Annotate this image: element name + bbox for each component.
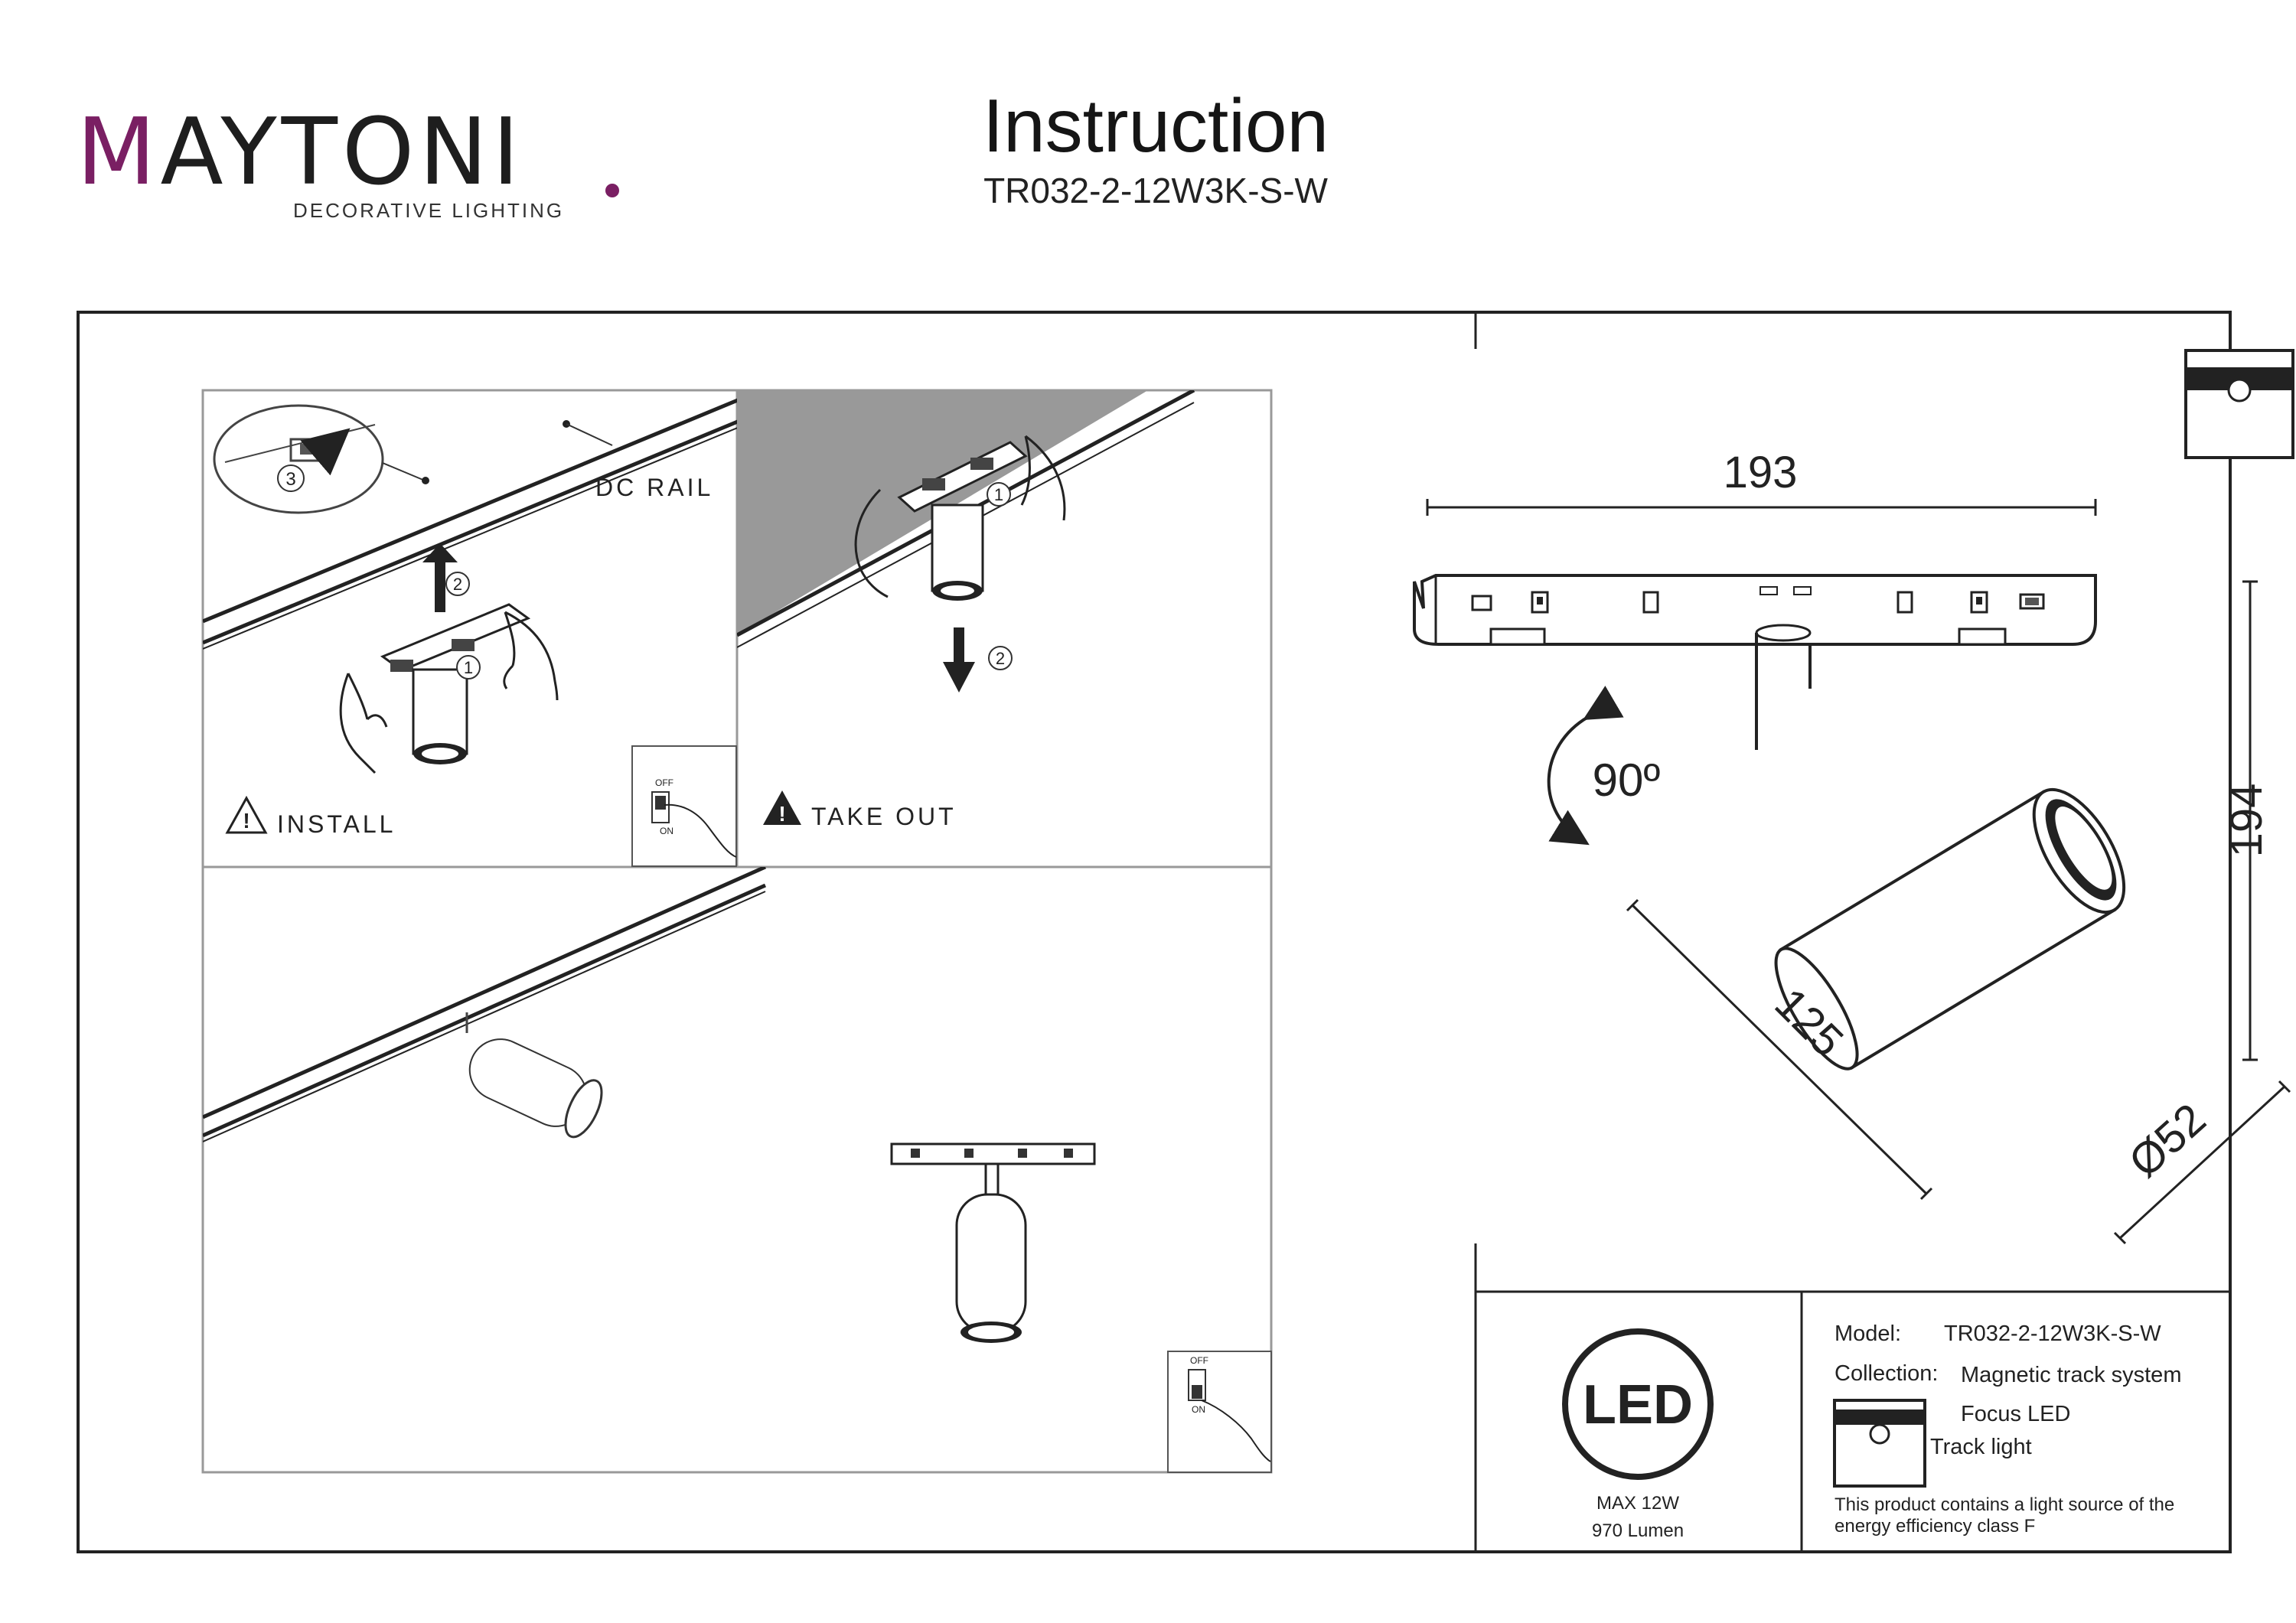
dim-height-text: 194 — [2222, 784, 2272, 858]
svg-text:!: ! — [243, 809, 249, 833]
install-step1: 1 — [464, 658, 473, 677]
spec-model-label: Model: — [1835, 1322, 1901, 1346]
up-arrow-icon — [422, 543, 458, 612]
main-frame — [77, 311, 2232, 1553]
takeout-warning-icon — [763, 790, 801, 825]
dim-body-line — [1631, 904, 1928, 1195]
dim-rotation-text: 90º — [1593, 754, 1661, 806]
track-light-symbol-icon — [2184, 349, 2294, 459]
brand-name: MAYTONI — [77, 99, 524, 206]
track-adapter-icon — [890, 1142, 1096, 1165]
page-title: Instruction — [982, 83, 1329, 168]
dim-length-text: 193 — [1724, 448, 1798, 497]
install-step2: 2 — [453, 575, 462, 594]
brand-tagline: DECORATIVE LIGHTING — [293, 199, 565, 222]
install-warning-icon — [225, 795, 268, 834]
led-power: MAX 12W — [1596, 1493, 1679, 1514]
svg-text:ON: ON — [1192, 1404, 1205, 1415]
svg-text:OFF: OFF — [655, 777, 673, 788]
svg-text:ON: ON — [660, 826, 673, 836]
spec-collection-label: Collection: — [1835, 1361, 1938, 1386]
mounted-spot-icon — [468, 1038, 603, 1139]
spec-collection-value: Magnetic track system — [1961, 1363, 2181, 1387]
led-badge-label: LED — [1583, 1374, 1693, 1436]
brand-logo: MAYTONI DECORATIVE LIGHTING — [77, 92, 619, 237]
dc-rail-label: DC RAIL — [595, 474, 713, 501]
spotlight-body-icon — [955, 1193, 1027, 1334]
down-arrow-icon — [943, 627, 975, 693]
led-badge-icon — [1562, 1328, 1714, 1480]
dim-diameter-text: Ø52 — [2119, 1094, 2215, 1188]
rotation-arrow-icon — [1547, 686, 1624, 846]
track-profile-icon — [1413, 574, 2097, 646]
takeout-left-hand-icon — [854, 488, 889, 598]
svg-text:OFF: OFF — [1190, 1355, 1208, 1366]
left-hand-icon — [339, 673, 388, 774]
dim-diameter-line — [2118, 1085, 2286, 1240]
spec-efficiency-2: energy efficiency class F — [1835, 1516, 2035, 1537]
takeout-action-label: TAKE OUT — [811, 803, 957, 830]
spec-type: Track light — [1930, 1435, 2032, 1459]
mounted-illustration — [203, 867, 767, 1142]
install-step3: 3 — [285, 469, 295, 490]
install-action-label: INSTALL — [277, 810, 396, 838]
takeout-step1: 1 — [994, 485, 1003, 504]
takeout-step2: 2 — [996, 649, 1005, 668]
svg-text:!: ! — [778, 802, 785, 826]
spec-collection-sub: Focus LED — [1961, 1402, 2070, 1426]
mounted-switch-panel — [1167, 1351, 1272, 1473]
takeout-right-hand-icon — [1020, 435, 1066, 521]
right-hand-icon — [503, 611, 559, 701]
install-illustration — [203, 398, 737, 650]
brand-logo-dot — [605, 184, 619, 197]
spec-efficiency: This product contains a light source of … — [1835, 1494, 2174, 1515]
led-lumen: 970 Lumen — [1592, 1520, 1684, 1541]
spec-model-value: TR032-2-12W3K-S-W — [1944, 1322, 2161, 1346]
header-model: TR032-2-12W3K-S-W — [983, 171, 1328, 210]
install-switch-panel — [631, 745, 737, 867]
spotlight-dimension-icon — [1774, 787, 2126, 1071]
